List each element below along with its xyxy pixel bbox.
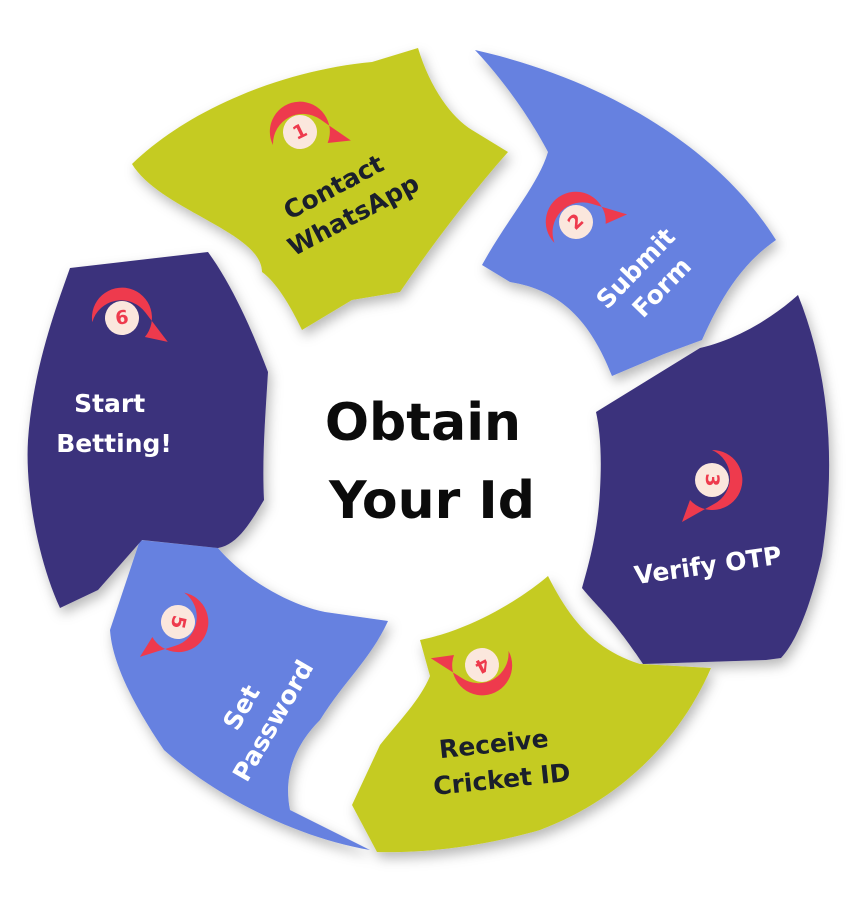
badge-6: 6 [91, 287, 168, 342]
badge-1: 1 [269, 101, 351, 149]
center-title: Obtain Your Id [325, 393, 539, 531]
badge-5: 5 [139, 592, 209, 657]
svg-text:Start Betting!: Start Betting! [56, 389, 172, 458]
badge-3: 3 [682, 449, 743, 522]
segment-6-shape [27, 252, 268, 608]
center-title-line1: Obtain [325, 393, 521, 453]
segment-2-shape [475, 50, 776, 376]
badge-4: 4 [430, 648, 513, 696]
step-6-label: Start Betting! [56, 389, 172, 458]
center-title-line2: Your Id [328, 471, 535, 531]
segment-4-shape [352, 576, 711, 853]
badge-6-number: 6 [114, 306, 130, 330]
segment-1-shape [132, 48, 508, 330]
badge-3-number: 3 [701, 473, 723, 486]
badge-2: 2 [545, 191, 628, 243]
badge-5-number: 5 [166, 613, 190, 631]
badges: 1 2 3 4 5 6 [91, 101, 743, 696]
step-6-line2: Betting! [56, 429, 172, 458]
step-6-line1: Start [74, 389, 145, 418]
